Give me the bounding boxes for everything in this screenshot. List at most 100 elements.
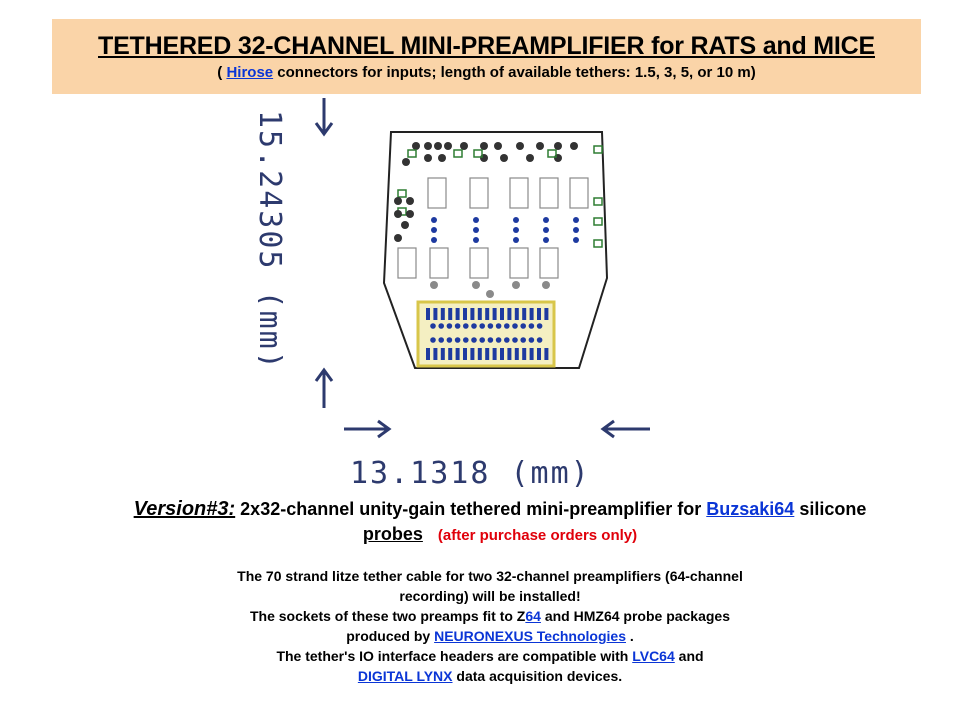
connector-via bbox=[504, 323, 510, 329]
connector-pin bbox=[492, 348, 497, 360]
title-banner: TETHERED 32-CHANNEL MINI-PREAMPLIFIER fo… bbox=[52, 19, 921, 94]
version-label: Version#3: bbox=[133, 498, 236, 520]
connector-pin bbox=[440, 308, 445, 320]
connector-pin bbox=[448, 308, 453, 320]
connector-via bbox=[454, 337, 461, 343]
connector-pin bbox=[485, 308, 490, 320]
connector-via bbox=[471, 337, 477, 343]
connector-pin bbox=[470, 348, 475, 360]
subtitle-open: ( bbox=[217, 64, 227, 81]
connector-pin bbox=[514, 308, 519, 320]
connector-pin bbox=[463, 308, 467, 320]
desc-line-1: The 70 strand litze tether cable for two… bbox=[237, 568, 743, 584]
grey-pads bbox=[430, 281, 550, 298]
left-arrow-icon bbox=[344, 419, 392, 439]
desc-line-6b: data acquisition devices. bbox=[452, 668, 623, 684]
connector-via bbox=[520, 337, 526, 343]
connector-via bbox=[495, 337, 502, 343]
purchase-note: (after purchase orders only) bbox=[437, 527, 638, 544]
connector-pin bbox=[455, 308, 460, 320]
connector-via bbox=[479, 323, 485, 329]
digital-lynx-link[interactable]: DIGITAL LYNX bbox=[357, 668, 453, 684]
connector-via bbox=[536, 323, 543, 329]
connector-pin bbox=[537, 308, 541, 320]
version-text: 2x32-channel unity-gain tethered mini-pr… bbox=[235, 499, 707, 519]
desc-line-3a: The sockets of these two preamps fit to … bbox=[249, 608, 526, 624]
connector-pin bbox=[426, 308, 430, 320]
version-text-2: silicone bbox=[794, 499, 867, 519]
height-dimension-label: 15.24305 (mm) bbox=[258, 110, 287, 371]
via-columns bbox=[431, 217, 579, 243]
connector-pin bbox=[463, 348, 467, 360]
connector-pin bbox=[544, 348, 549, 360]
connector-pin bbox=[544, 308, 549, 320]
connector-via bbox=[512, 323, 518, 329]
connector-via bbox=[520, 323, 526, 329]
lvc64-link[interactable]: LVC64 bbox=[632, 648, 675, 664]
connector-pin bbox=[537, 348, 541, 360]
connector-via bbox=[487, 337, 494, 343]
connector-pins-top bbox=[426, 308, 549, 329]
connector-via bbox=[528, 337, 535, 343]
desc-line-3: The sockets of these two preamps fit to … bbox=[150, 606, 830, 626]
connector-pin bbox=[440, 348, 445, 360]
right-arrow-icon bbox=[600, 419, 650, 439]
hirose-link[interactable]: Hirose bbox=[226, 64, 274, 81]
banner-subtitle: ( Hirose connectors for inputs; length o… bbox=[52, 64, 921, 82]
connector-pin bbox=[529, 308, 534, 320]
desc-line-3b: and HMZ64 probe packages bbox=[540, 608, 731, 624]
connector-pin bbox=[500, 308, 504, 320]
connector-pin bbox=[477, 348, 482, 360]
connector-via bbox=[463, 337, 469, 343]
connector-pins-bottom bbox=[426, 337, 549, 360]
connector-via bbox=[446, 337, 453, 343]
connector-pin bbox=[448, 348, 453, 360]
connector-via bbox=[487, 323, 494, 329]
connector-via bbox=[438, 323, 444, 329]
page-title: TETHERED 32-CHANNEL MINI-PREAMPLIFIER fo… bbox=[98, 32, 875, 60]
desc-line-2: recording) will be installed! bbox=[399, 588, 581, 604]
connector-pin bbox=[522, 308, 527, 320]
subtitle-rest: connectors for inputs; length of availab… bbox=[273, 64, 756, 81]
connector-pin bbox=[507, 308, 512, 320]
z64-link[interactable]: 64 bbox=[525, 608, 541, 624]
connector-pin bbox=[529, 348, 534, 360]
desc-line-6: DIGITAL LYNX data acquisition devices. bbox=[150, 666, 830, 686]
connector-via bbox=[463, 323, 469, 329]
connector-via bbox=[504, 337, 510, 343]
preamp-board-drawing: 15.24305 (mm) 13.1318 (mm) bbox=[258, 98, 652, 490]
probes-link[interactable]: probes bbox=[362, 524, 423, 544]
connector-pin bbox=[433, 348, 438, 360]
lower-component-row bbox=[397, 247, 559, 279]
connector-pin bbox=[485, 348, 490, 360]
desc-line-4b: . bbox=[626, 628, 634, 644]
connector-via bbox=[495, 323, 502, 329]
connector-via bbox=[446, 323, 453, 329]
connector-via bbox=[430, 337, 436, 343]
connector-pin bbox=[455, 348, 460, 360]
desc-line-4: produced by NEURONEXUS Technologies . bbox=[150, 626, 830, 646]
desc-line-5b: and bbox=[674, 648, 704, 664]
bottom-arrow-icon bbox=[314, 367, 334, 408]
connector-block bbox=[416, 300, 556, 368]
desc-line-4a: produced by bbox=[346, 628, 435, 644]
top-pad-row bbox=[402, 142, 578, 166]
upper-component-row bbox=[427, 177, 589, 209]
connector-pin bbox=[477, 308, 482, 320]
neuronexus-link[interactable]: NEURONEXUS Technologies bbox=[434, 628, 626, 644]
connector-pin bbox=[492, 308, 497, 320]
connector-via bbox=[528, 323, 535, 329]
connector-via bbox=[454, 323, 461, 329]
version-description: Version#3: 2x32-channel unity-gain tethe… bbox=[60, 497, 940, 548]
connector-pin bbox=[522, 348, 527, 360]
tether-description: The 70 strand litze tether cable for two… bbox=[150, 566, 830, 686]
connector-via bbox=[471, 323, 477, 329]
connector-pin bbox=[470, 308, 475, 320]
connector-pin bbox=[426, 348, 430, 360]
top-arrow-icon bbox=[314, 98, 334, 137]
connector-via bbox=[430, 323, 436, 329]
connector-via bbox=[536, 337, 543, 343]
buzsaki64-link[interactable]: Buzsaki64 bbox=[706, 499, 795, 519]
connector-pin bbox=[500, 348, 504, 360]
connector-pin bbox=[433, 308, 438, 320]
